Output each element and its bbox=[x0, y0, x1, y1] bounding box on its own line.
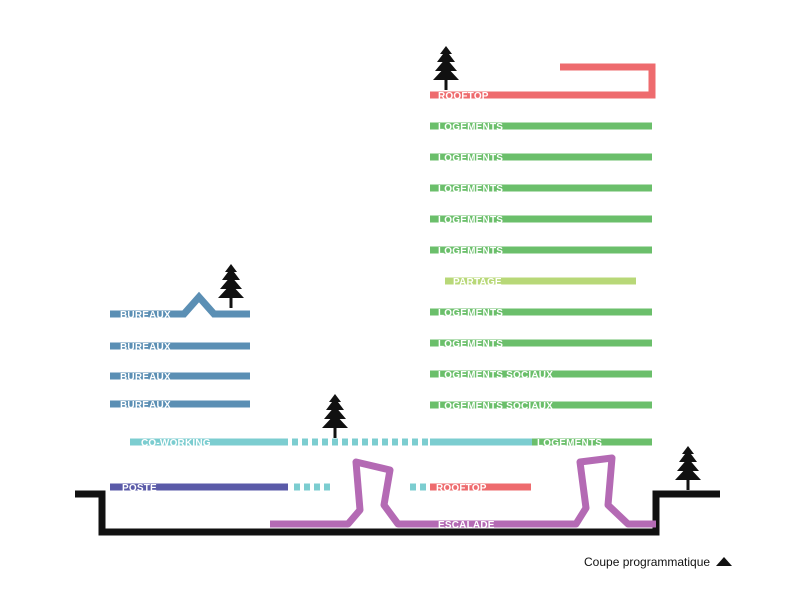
escalade-wall bbox=[270, 454, 656, 528]
rooftop-top-label: ROOFTOP bbox=[438, 91, 489, 102]
diagram-caption: Coupe programmatique bbox=[584, 555, 733, 569]
logements-label-2: LOGEMENTS bbox=[438, 153, 503, 164]
logements-label-5: LOGEMENTS bbox=[438, 246, 503, 257]
triangle-up-icon bbox=[716, 557, 733, 566]
logements-ground-label: LOGEMENTS bbox=[537, 438, 602, 449]
escalade-label: ESCALADE bbox=[438, 520, 495, 531]
tree-icon bbox=[322, 394, 348, 438]
rooftop-low-label: ROOFTOP bbox=[436, 483, 487, 494]
coworking-label: CO-WORKING bbox=[141, 438, 211, 449]
tree-icon bbox=[433, 46, 459, 90]
logements-label-4: LOGEMENTS bbox=[438, 215, 503, 226]
bureaux-label-2: BUREAUX bbox=[120, 342, 171, 353]
logements-label-3: LOGEMENTS bbox=[438, 184, 503, 195]
rooftop-top-bar bbox=[430, 63, 656, 99]
bureaux-label-1: BUREAUX bbox=[120, 310, 171, 321]
tree-icon bbox=[218, 264, 244, 308]
ground-line bbox=[75, 490, 720, 536]
logements-label-7: LOGEMENTS bbox=[438, 339, 503, 350]
logements-label-6: LOGEMENTS bbox=[438, 308, 503, 319]
bureaux-label-3: BUREAUX bbox=[120, 372, 171, 383]
poste-label: POSTE bbox=[122, 483, 157, 494]
logements-sociaux-label-1: LOGEMENTS SOCIAUX bbox=[438, 370, 553, 381]
logements-sociaux-label-2: LOGEMENTS SOCIAUX bbox=[438, 401, 553, 412]
tree-icon bbox=[675, 446, 701, 490]
bureaux-label-4: BUREAUX bbox=[120, 400, 171, 411]
logements-label-1: LOGEMENTS bbox=[438, 122, 503, 133]
partage-label: PARTAGE bbox=[453, 277, 502, 288]
caption-text: Coupe programmatique bbox=[584, 555, 711, 569]
bureaux-roof-bar bbox=[110, 291, 250, 318]
